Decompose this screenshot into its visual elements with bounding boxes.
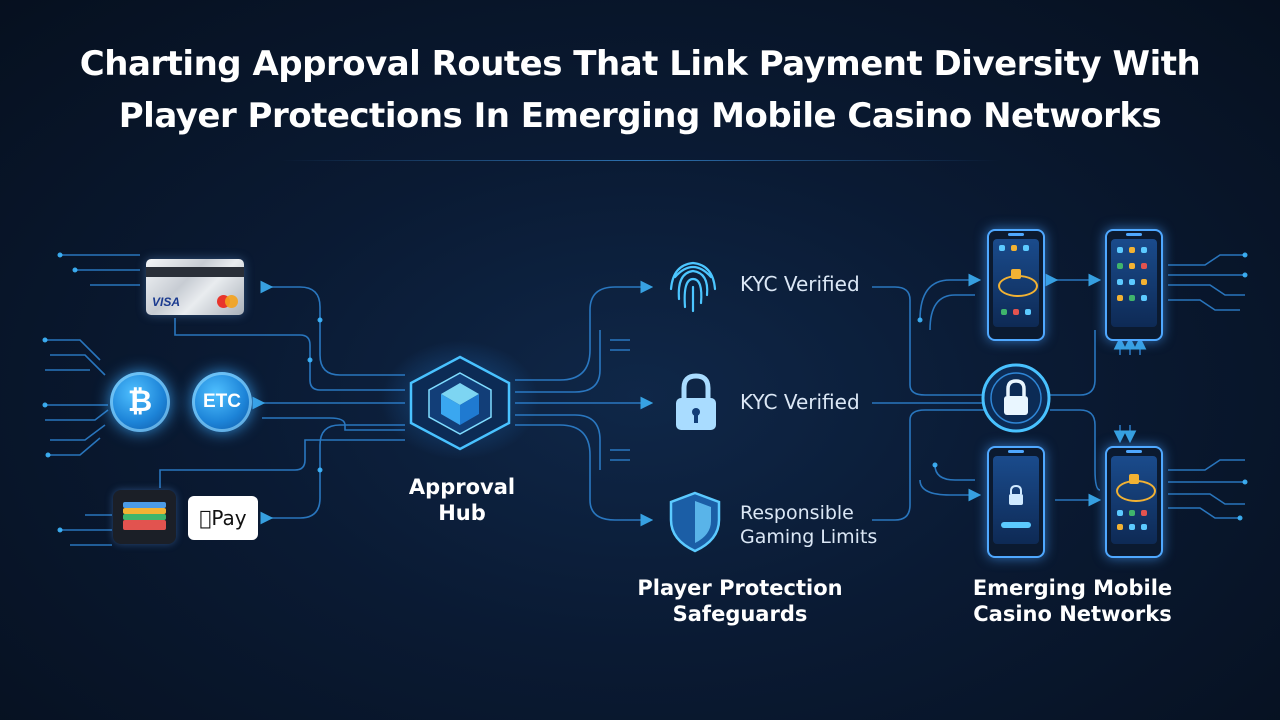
protection-group-line-1: Player Protection — [637, 576, 843, 600]
mobile-phone-1 — [987, 229, 1045, 341]
protection-group-line-2: Safeguards — [672, 602, 808, 626]
network-lock-icon — [981, 363, 1051, 433]
page-title: Charting Approval Routes That Link Payme… — [0, 38, 1280, 142]
hub-label-line-1: Approval — [408, 475, 516, 499]
apple-logo-icon:  — [199, 506, 211, 530]
approval-hub-icon — [409, 355, 511, 451]
apple-pay-label: Pay — [205, 506, 246, 530]
protection-label-responsible: Responsible Gaming Limits — [740, 501, 877, 549]
roulette-icon — [1011, 269, 1021, 279]
apple-pay-icon: Pay — [188, 496, 258, 540]
mastercard-logo-overlap — [225, 295, 238, 308]
lock-icon — [676, 373, 716, 430]
etc-coin-icon: ETC — [192, 372, 252, 432]
network-group-line-2: Casino Networks — [973, 602, 1172, 626]
title-line-2: Player Protections In Emerging Mobile Ca… — [118, 96, 1162, 136]
protection-group-label: Player Protection Safeguards — [620, 575, 860, 627]
card-stripe — [146, 267, 244, 277]
network-group-line-1: Emerging Mobile — [972, 576, 1173, 600]
responsible-line-2: Gaming Limits — [740, 526, 878, 548]
shield-icon — [669, 491, 721, 553]
responsible-line-1: Responsible — [740, 502, 854, 524]
hub-label: Approval Hub — [392, 474, 532, 526]
phone-lock-icon — [1009, 484, 1023, 505]
title-divider — [280, 160, 1000, 161]
mobile-phone-3 — [987, 446, 1045, 558]
visa-logo: VISA — [152, 295, 181, 309]
mobile-phone-2 — [1105, 229, 1163, 341]
wallet-icon — [113, 490, 176, 544]
fingerprint-icon — [669, 261, 717, 313]
network-group-label: Emerging Mobile Casino Networks — [950, 575, 1195, 627]
mobile-phone-4 — [1105, 446, 1163, 558]
protection-label-kyc-2: KYC Verified — [740, 390, 860, 414]
title-line-1: Charting Approval Routes That Link Payme… — [79, 44, 1201, 84]
protection-label-kyc: KYC Verified — [740, 272, 860, 296]
credit-card-icon: VISA — [146, 259, 244, 315]
bitcoin-icon: ₿ — [110, 372, 170, 432]
hub-label-line-2: Hub — [438, 501, 486, 525]
